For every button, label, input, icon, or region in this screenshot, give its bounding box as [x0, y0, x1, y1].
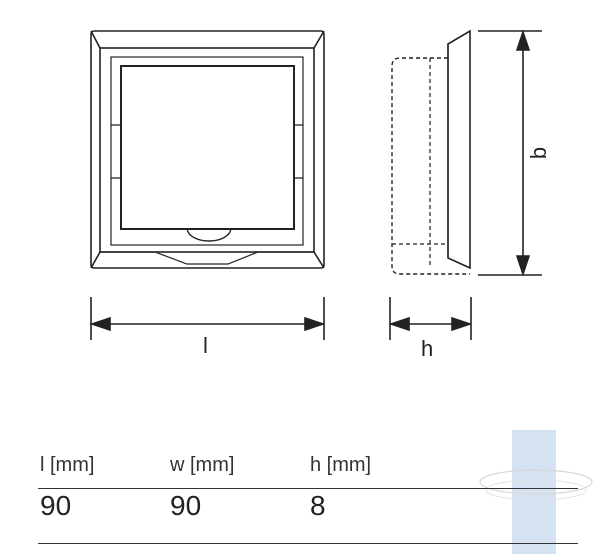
- table-header-row: l [mm] w [mm] h [mm]: [38, 446, 578, 486]
- value-height: 8: [310, 490, 326, 521]
- header-width: w [mm]: [170, 454, 235, 476]
- dimension-l: [89, 297, 326, 340]
- table-rule-bottom: [38, 543, 578, 544]
- frame-front-view: [90, 30, 325, 269]
- header-length: l [mm]: [40, 454, 95, 476]
- watermark-logo: [479, 430, 593, 554]
- dimension-label-h: h: [421, 336, 434, 361]
- dimension-label-b: b: [526, 146, 552, 160]
- table-rule-top: [38, 488, 578, 489]
- dimension-label-l: l: [203, 333, 208, 358]
- value-length: 90: [40, 490, 72, 521]
- dimensions-table: l [mm] w [mm] h [mm] 90 90 8: [38, 446, 578, 526]
- dimension-b: [478, 29, 542, 277]
- value-width: 90: [170, 490, 202, 521]
- table-value-row: 90 90 8: [38, 486, 578, 526]
- technical-drawing: [89, 29, 542, 340]
- header-height: h [mm]: [310, 454, 372, 476]
- frame-side-view: [391, 29, 471, 275]
- dimension-h: [388, 297, 473, 340]
